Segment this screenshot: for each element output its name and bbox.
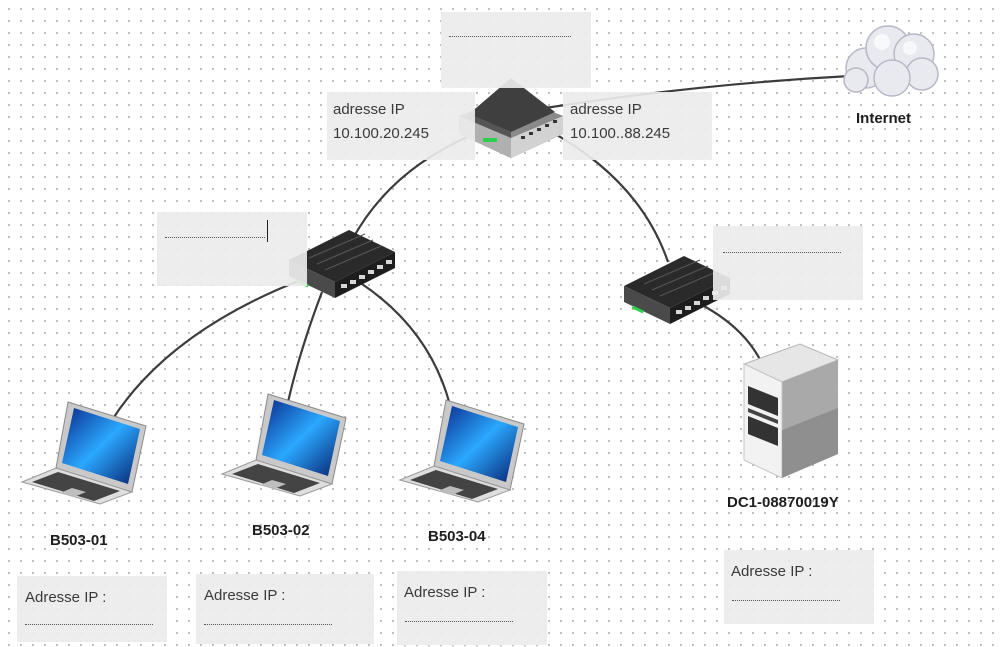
router-port-right-box: adresse IP 10.100..88.245 (563, 92, 712, 160)
link-switch1-laptop3 (361, 283, 452, 406)
laptop3-ip-field[interactable]: Adresse IP : (397, 571, 547, 645)
dotted-placeholder (723, 252, 841, 253)
link-switch1-laptop2 (286, 291, 324, 403)
laptop3-label: B503-04 (428, 528, 486, 545)
laptop1-ip-field[interactable]: Adresse IP : (17, 576, 167, 642)
ip-field-label: Adresse IP : (731, 563, 813, 580)
router-port-right-title: adresse IP (570, 101, 642, 118)
laptop1-label: B503-01 (50, 532, 108, 549)
laptop-icon[interactable] (20, 400, 150, 505)
link-switch1-laptop1 (111, 276, 307, 421)
dotted-placeholder (405, 621, 513, 622)
dotted-placeholder (732, 600, 840, 601)
server-label: DC1-08870019Y (727, 494, 839, 511)
switch1-name-field[interactable] (157, 212, 307, 286)
laptop2-label: B503-02 (252, 522, 310, 539)
ip-field-label: Adresse IP : (404, 584, 486, 601)
text-cursor (267, 220, 268, 242)
cloud-icon[interactable] (836, 20, 944, 100)
server-ip-field[interactable]: Adresse IP : (724, 550, 874, 624)
server-icon[interactable] (740, 342, 840, 484)
router-port-left-box: adresse IP 10.100.20.245 (327, 92, 475, 160)
dotted-placeholder (165, 237, 265, 238)
internet-label: Internet (856, 110, 912, 127)
dotted-placeholder (204, 624, 332, 625)
router-port-right-ip[interactable]: 10.100..88.245 (570, 125, 671, 142)
ip-field-label: Adresse IP : (204, 587, 286, 604)
dotted-placeholder (449, 36, 571, 37)
laptop-icon[interactable] (220, 392, 350, 497)
router-name-field[interactable] (441, 12, 591, 88)
switch2-name-field[interactable] (713, 226, 863, 300)
router-port-left-ip[interactable]: 10.100.20.245 (333, 125, 429, 142)
laptop-icon[interactable] (398, 398, 528, 503)
laptop2-ip-field[interactable]: Adresse IP : (196, 574, 374, 644)
dotted-placeholder (25, 624, 153, 625)
router-port-left-title: adresse IP (333, 101, 405, 118)
ip-field-label: Adresse IP : (25, 589, 107, 606)
